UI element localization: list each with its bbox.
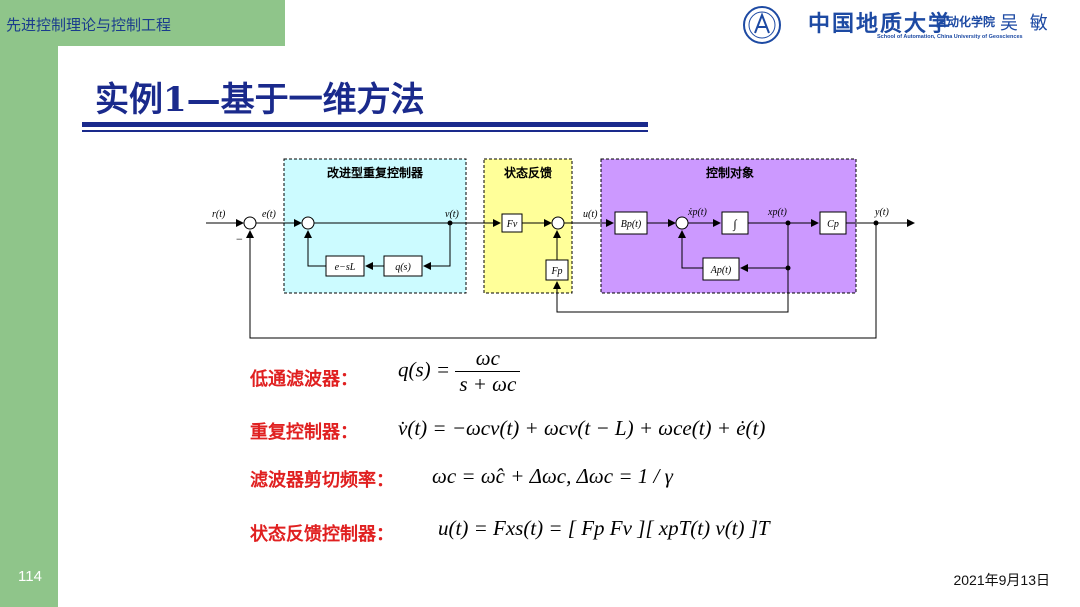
- ap-label: Ap(t): [710, 265, 732, 276]
- controller-label: 改进型重复控制器: [327, 165, 424, 180]
- department-name: 自动化学院: [935, 15, 996, 29]
- signal-v: v(t): [445, 209, 460, 220]
- repetitive-label: 重复控制器：: [250, 422, 358, 443]
- integrator-label: ∫: [732, 217, 737, 231]
- bp-label: Bp(t): [621, 219, 642, 230]
- plant-label: 控制对象: [706, 165, 754, 180]
- statefb-label: 状态反馈控制器：: [250, 524, 394, 545]
- ap-block: [702, 257, 740, 281]
- lowpass-numerator: ωc: [455, 346, 521, 372]
- slide-date: 2021年9月13日: [953, 572, 1050, 588]
- left-color-band: [0, 0, 58, 607]
- top-color-band: [0, 0, 285, 46]
- repetitive-equation: v̇(t) = −ωcv(t) + ωcv(t − L) + ωce(t) + …: [398, 416, 766, 440]
- lowpass-fraction: ωc s + ωc: [455, 346, 521, 397]
- department-name-en: School of Automation, China University o…: [877, 34, 1023, 40]
- lowpass-denominator: s + ωc: [459, 372, 517, 396]
- minus-sign: −: [236, 232, 243, 246]
- controller-region: [283, 158, 467, 294]
- signal-u: u(t): [583, 209, 598, 220]
- statefb-equation: u(t) = Fxs(t) = [ Fp Fv ][ xpT(t) v(t) ]…: [438, 516, 770, 540]
- lowpass-equation: q(s) = ωc s + ωc: [398, 346, 521, 397]
- sum-junction-2: [301, 216, 315, 230]
- sum-junction-1: [243, 216, 257, 230]
- signal-xdot: ẋp(t): [687, 207, 708, 218]
- control-block-diagram: 改进型重复控制器 状态反馈 控制对象 Fv Fp Bp(t) ∫ Cp Ap(t…: [206, 158, 915, 339]
- cutoff-equation: ωc = ω̂c + Δωc, Δωc = 1 / γ: [432, 464, 673, 488]
- feedback-label: 状态反馈: [504, 165, 552, 180]
- signal-x: xp(t): [767, 207, 788, 218]
- fp-label: Fp: [550, 266, 562, 277]
- university-seal-icon: [743, 6, 781, 44]
- slide-title: 实例1—基于一维方法: [95, 80, 425, 120]
- course-title: 先进控制理论与控制工程: [6, 16, 172, 34]
- filter-label: q(s): [395, 262, 411, 273]
- title-underline-thin: [82, 130, 648, 132]
- lowpass-lhs: q(s) =: [398, 357, 451, 382]
- sum-junction-3: [551, 216, 565, 230]
- sum-junction-4: [675, 216, 689, 230]
- fv-label: Fv: [506, 219, 518, 230]
- title-underline: [82, 122, 648, 127]
- signal-r: r(t): [212, 209, 226, 220]
- university-name: 中国地质大学: [808, 11, 953, 37]
- author-name: 吴 敏: [1000, 13, 1051, 34]
- cp-label: Cp: [827, 219, 839, 230]
- cutoff-label: 滤波器剪切频率：: [250, 470, 394, 491]
- signal-y: y(t): [874, 207, 890, 218]
- delay-label: e−sL: [335, 262, 356, 273]
- signal-e: e(t): [262, 209, 277, 220]
- page-number: 114: [18, 568, 42, 585]
- lowpass-label: 低通滤波器：: [250, 369, 358, 390]
